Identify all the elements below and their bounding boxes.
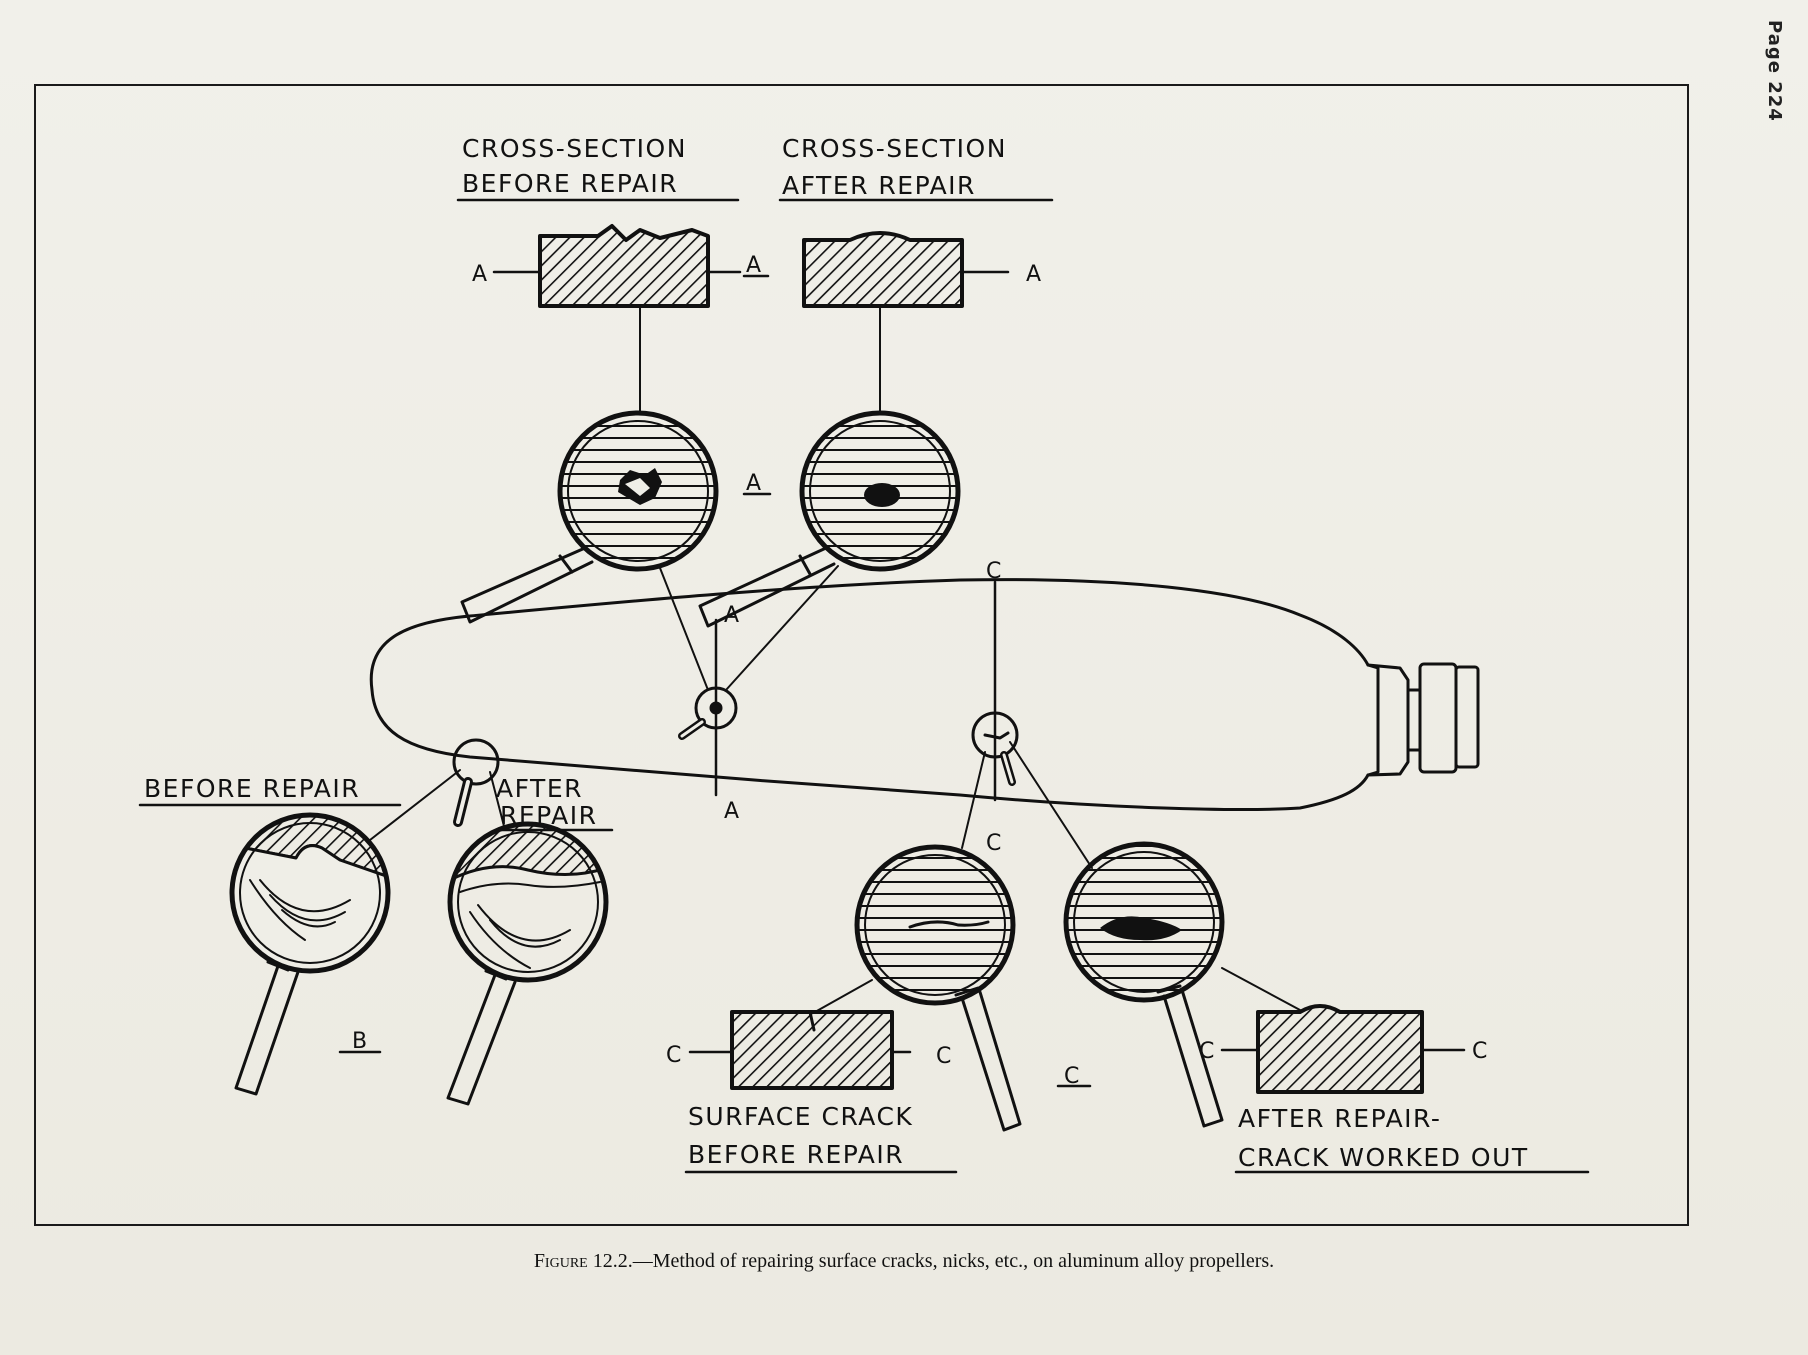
- magnifier-nick-after: [446, 821, 609, 1106]
- section-c-label-5: C: [1472, 1039, 1487, 1064]
- magnifier-b-on-blade: [452, 738, 500, 786]
- magnifier-cross-section-after: [698, 410, 961, 628]
- figure-caption: Figure 12.2.—Method of repairing surface…: [0, 1250, 1808, 1273]
- section-a-label-mid: A: [746, 253, 761, 278]
- figure-caption-text: —Method of repairing surface cracks, nic…: [632, 1250, 1275, 1272]
- label-cross-section-after-2: AFTER REPAIR: [782, 171, 976, 200]
- label-after-repair-2: REPAIR: [500, 801, 598, 830]
- label-cross-section-before-1: CROSS-SECTION: [462, 134, 687, 163]
- label-cross-section-before-2: BEFORE REPAIR: [462, 169, 678, 198]
- section-a-label-left: A: [472, 262, 487, 287]
- magnifier-cross-section-before: [460, 410, 719, 624]
- figure-frame: [34, 84, 1689, 1226]
- section-a-label-top: A: [724, 603, 739, 628]
- label-after-repair-crack-2: CRACK WORKED OUT: [1238, 1143, 1529, 1172]
- section-c-label-top: C: [986, 559, 1001, 584]
- label-cross-section-after-1: CROSS-SECTION: [782, 134, 1007, 163]
- section-a-label-magnifier: A: [746, 471, 761, 496]
- magnifier-c-on-blade: [971, 711, 1019, 759]
- propeller-hub-ring-2: [1454, 665, 1480, 769]
- figure-number: Figure 12.2.: [533, 1250, 633, 1272]
- magnifier-nick-before: [229, 812, 391, 1096]
- section-c-label-4: C: [1199, 1039, 1214, 1064]
- label-surface-crack-1: SURFACE CRACK: [688, 1102, 913, 1131]
- section-b-label: B: [352, 1029, 367, 1054]
- propeller-shank: [1366, 663, 1410, 777]
- label-after-repair-1: AFTER: [496, 774, 583, 803]
- propeller-hub-ring-1: [1418, 662, 1458, 774]
- magnifier-crack-worked-out: [1063, 841, 1225, 1128]
- label-before-repair: BEFORE REPAIR: [144, 774, 360, 803]
- cross-section-before-block: [492, 224, 742, 413]
- section-a-label-bottom: A: [724, 799, 739, 824]
- section-c-label-bottom: C: [986, 831, 1001, 856]
- section-c-label-3: C: [1064, 1064, 1079, 1089]
- page-number: Page 224: [1764, 20, 1785, 122]
- cross-section-crack-after-block: [1220, 967, 1466, 1094]
- label-surface-crack-2: BEFORE REPAIR: [688, 1140, 904, 1169]
- section-c-label-1: C: [666, 1043, 681, 1068]
- cross-section-after-block: [802, 231, 1010, 413]
- cross-section-crack-before-block: [688, 979, 912, 1090]
- magnifier-surface-crack-before: [854, 844, 1022, 1132]
- label-after-repair-crack-1: AFTER REPAIR-: [1238, 1104, 1441, 1133]
- section-a-label-right: A: [1026, 262, 1041, 287]
- magnifier-a-on-blade: [694, 686, 738, 730]
- section-c-label-2: C: [936, 1044, 951, 1069]
